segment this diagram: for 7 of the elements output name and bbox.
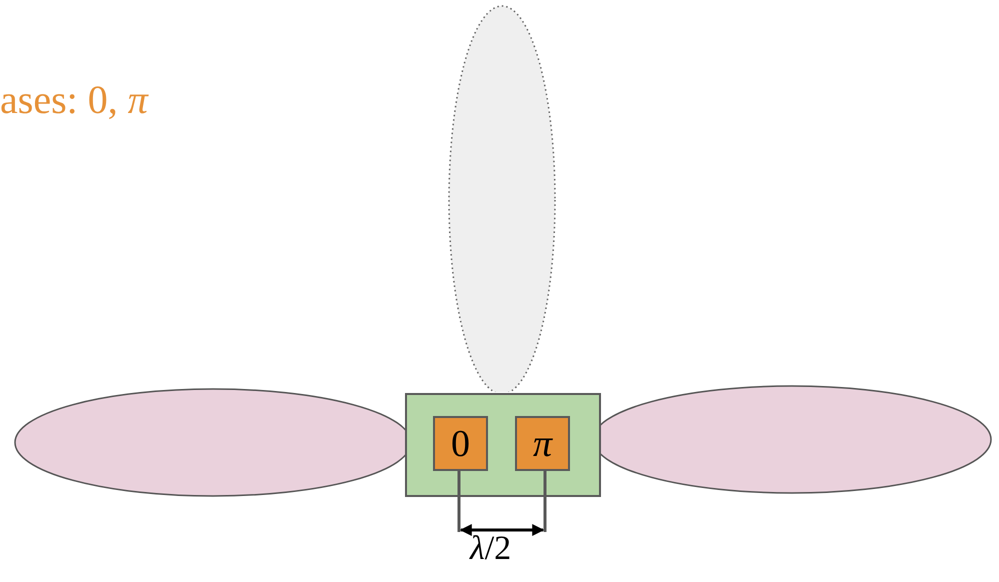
phase-label: π [532,422,554,466]
dimension-label: λ/2 [470,530,512,568]
phase-element-box [515,416,570,471]
phase-label: 0 [450,422,471,466]
heading-text: ases: 0, π [0,78,148,122]
phase-element-box [433,416,488,471]
antenna-panel [405,393,601,497]
